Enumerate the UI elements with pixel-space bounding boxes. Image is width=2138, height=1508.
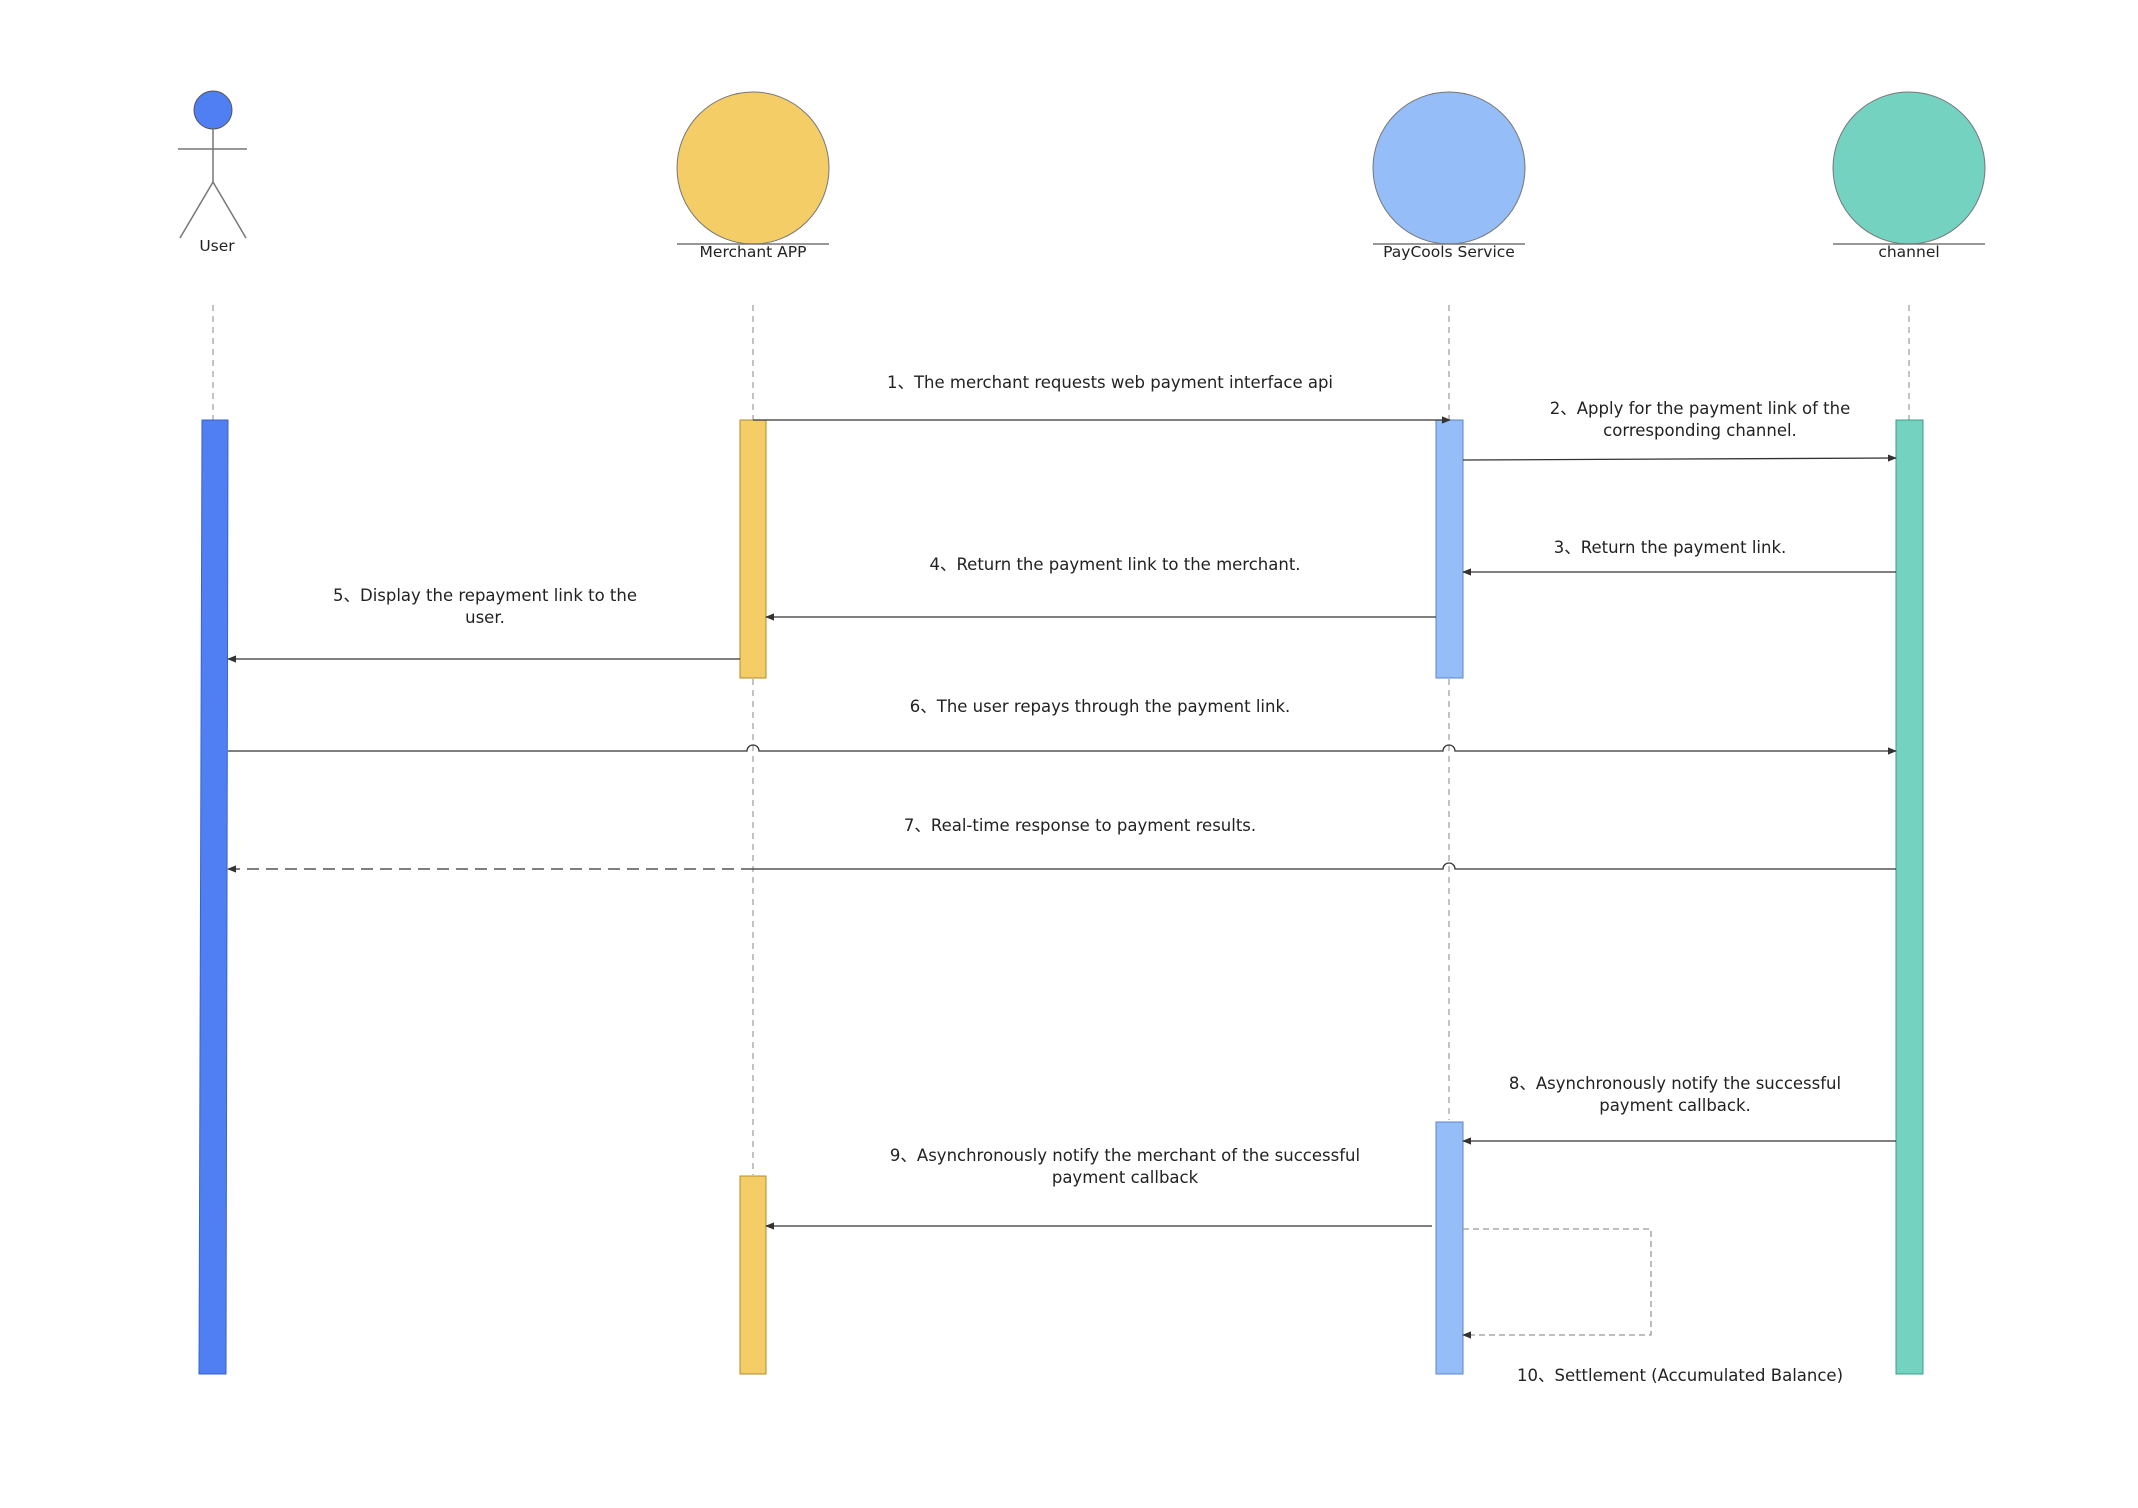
merchant-activation-bar-1 [739, 419, 767, 679]
paycools-activation-bar-1 [1435, 419, 1464, 679]
message-1-label: 1、The merchant requests web payment inte… [886, 373, 1334, 392]
message-9-label: 9、Asynchronously notify the merchant of … [889, 1146, 1361, 1187]
channel-entity-icon [1832, 91, 1986, 245]
merchant-activation-bar-2 [739, 1175, 767, 1375]
message-8-label: 8、Asynchronously notify the successful p… [1508, 1074, 1842, 1115]
message-6-label: 6、The user repays through the payment li… [909, 697, 1291, 716]
channel-activation-bar [1895, 419, 1924, 1375]
message-7-arrow [753, 862, 1896, 870]
message-6-arrow [228, 744, 1897, 755]
message-3-label: 3、Return the payment link. [1553, 538, 1787, 557]
message-2-arrow [1462, 454, 1897, 462]
participant-user-name: User [199, 237, 235, 255]
message-10-self-arrow [1462, 1228, 1652, 1339]
paycools-service-entity-icon [1372, 91, 1526, 245]
user-actor-icon [178, 90, 247, 239]
participant-paycools-name: PayCools Service [1383, 243, 1515, 261]
message-4-label: 4、Return the payment link to the merchan… [929, 555, 1301, 574]
message-2-label: 2、Apply for the payment link of the corr… [1549, 399, 1851, 440]
message-10-label: 10、Settlement (Accumulated Balance) [1516, 1366, 1844, 1385]
participant-merchant-name: Merchant APP [699, 243, 807, 261]
message-5-label: 5、Display the repayment link to the user… [332, 586, 638, 627]
merchant-app-entity-icon [676, 91, 830, 245]
participant-channel-name: channel [1878, 243, 1940, 261]
user-activation-bar [198, 419, 229, 1375]
message-7-label: 7、Real-time response to payment results. [903, 816, 1257, 835]
paycools-activation-bar-2 [1435, 1121, 1464, 1375]
user-actor-head [193, 90, 233, 130]
